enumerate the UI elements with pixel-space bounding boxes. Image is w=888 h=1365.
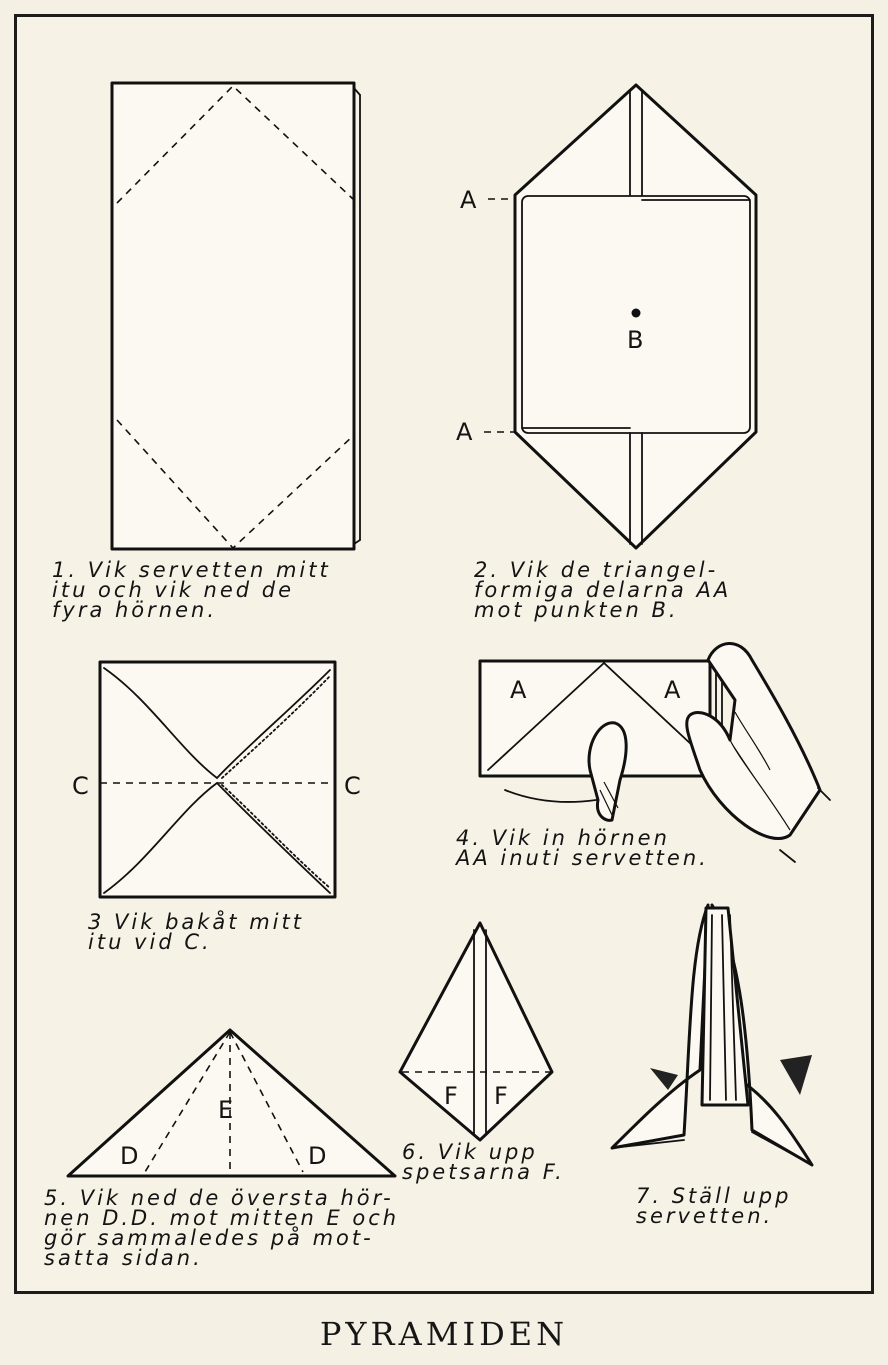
label-a-step4-right: A xyxy=(664,676,681,704)
page-title: PYRAMIDEN xyxy=(319,1315,569,1353)
step-7-figure xyxy=(610,903,814,1167)
label-a-top: A xyxy=(460,186,477,214)
label-f-left: F xyxy=(444,1082,458,1110)
step-1-figure xyxy=(110,81,361,551)
step-2-caption: 2. Vik de triangel- formiga delarna AA m… xyxy=(474,558,732,622)
step-6-figure xyxy=(398,921,554,1142)
label-b: B xyxy=(627,326,644,354)
step-4-figure xyxy=(478,642,831,863)
label-c-right: C xyxy=(344,772,361,800)
label-d-right: D xyxy=(308,1142,327,1170)
label-c-left: C xyxy=(72,772,89,800)
label-d-left: D xyxy=(120,1142,139,1170)
step-3-caption: 3 Vik bakåt mitt itu vid C. xyxy=(88,910,304,954)
step-1-caption: 1. Vik servetten mitt itu och vik ned de… xyxy=(52,558,331,622)
label-e: E xyxy=(218,1096,234,1124)
step-3-figure xyxy=(98,660,337,899)
step-4-caption: 4. Vik in hörnen AA inuti servetten. xyxy=(456,826,709,870)
step-5-figure xyxy=(66,1028,397,1178)
step-5-caption: 5. Vik ned de översta hör- nen D.D. mot … xyxy=(44,1186,400,1270)
label-a-bottom: A xyxy=(456,418,473,446)
label-f-right: F xyxy=(494,1082,508,1110)
step-7-caption: 7. Ställ upp servetten. xyxy=(636,1184,792,1228)
step-2-figure xyxy=(484,83,758,550)
step-6-caption: 6. Vik upp spetsarna F. xyxy=(402,1140,565,1184)
label-a-step4-left: A xyxy=(510,676,527,704)
